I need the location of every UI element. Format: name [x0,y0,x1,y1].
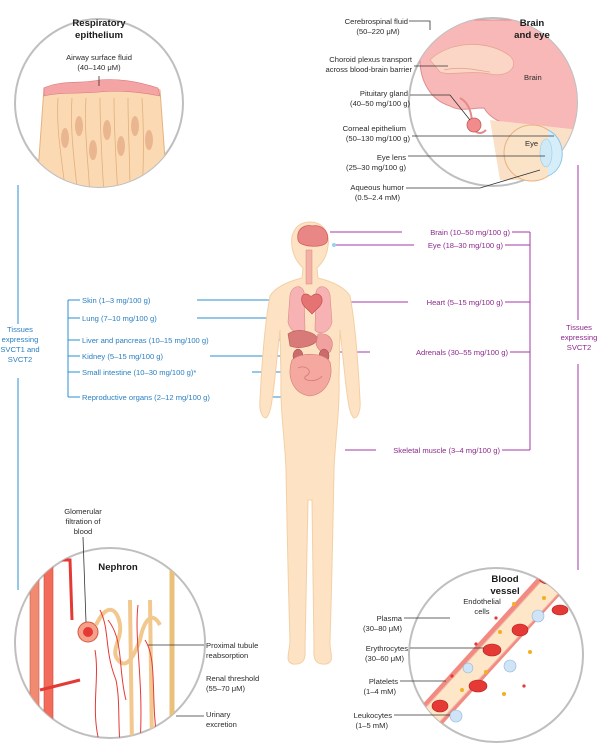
svct2-group: Tissues expressing SVCT2 Brain (10–50 mg… [393,228,600,455]
glomerular-label-2: filtration of [65,517,101,526]
svct1-tissue-liver: Liver and pancreas (10–15 mg/100 g) [82,336,209,345]
endothelial-label-2: cells [474,607,489,616]
brain-eye-panel: Eye Brain Brain and eye Cerebrospinal fl… [325,17,578,202]
leukocytes-label: Leukocytes [354,711,393,720]
glomerular-label-1: Glomerular [64,507,102,516]
proximal-label-2: reabsorption [206,651,248,660]
svct2-label-2: expressing [561,333,598,342]
glomerular-label-3: blood [74,527,93,536]
heart-organ [301,293,323,315]
blood-title-1: Blood [491,574,518,585]
svct2-tissue-brain: Brain (10–50 mg/100 g) [430,228,510,237]
plasma-value: (30–80 μM) [363,624,402,633]
airway-fluid-label: Airway surface fluid [66,53,132,62]
corneal-label: Corneal epithelium [343,124,406,133]
choroid-label-1: Choroid plexus transport [329,55,413,64]
pituitary-label: Pituitary gland [360,89,408,98]
brain-organ [297,225,329,247]
nephron-panel: Nephron Glomerular filtration of blood P… [14,507,259,739]
lung-right [314,286,333,334]
lens-value: (25–30 mg/100 g) [346,163,406,172]
svct2-connectors [322,165,579,570]
blood-vessel-panel: Blood vessel Endothelial cells Plasma (3… [354,567,584,743]
renal-threshold-value: (55–70 μM) [206,684,245,693]
svct2-tissue-eye: Eye (18–30 mg/100 g) [428,241,504,250]
platelets-group [460,596,546,696]
nephron-title: Nephron [98,562,138,573]
svct1-tissue-skin: Skin (1–3 mg/100 g) [82,296,151,305]
svct1-tissue-kidney: Kidney (5–15 mg/100 g) [82,352,164,361]
urinary-label-1: Urinary [206,710,231,719]
svct2-label-1: Tissues [566,323,592,332]
airway-fluid-value: (40–140 μM) [77,63,121,72]
svct1-label-3: SVCT1 and [0,345,39,354]
brain-eye-title-1: Brain [520,18,545,29]
lung-left [287,286,306,334]
platelets-value: (1–4 mM) [364,687,397,696]
intestine-organ [289,353,332,397]
platelets-label: Platelets [369,677,398,686]
respiratory-epithelium-panel: Respiratory epithelium Airway surface fl… [14,18,184,188]
human-body-figure [259,221,361,665]
erythrocytes-value: (30–60 μM) [365,654,404,663]
svct1-tissue-lung: Lung (7–10 mg/100 g) [82,314,157,323]
pituitary-value: (40–50 mg/100 g) [350,99,410,108]
eye-label: Eye [525,139,538,148]
respiratory-title-1: Respiratory [72,18,126,29]
respiratory-title-2: epithelium [75,30,123,41]
aqueous-label: Aqueous humor [350,183,404,192]
pituitary-gland [466,117,482,133]
leukocytes-value: (1–5 mM) [356,721,389,730]
choroid-label-2: across blood-brain barrier [325,65,412,74]
aqueous-value: (0.5–2.4 mM) [355,193,401,202]
corneal-value: (50–130 mg/100 g) [346,134,411,143]
endothelial-label-1: Endothelial [463,597,501,606]
svct2-tissue-adrenals: Adrenals (30–55 mg/100 g) [416,348,508,357]
lens-label: Eye lens [377,153,406,162]
brain-eye-title-2: and eye [514,30,550,41]
csf-label: Cerebrospinal fluid [345,17,408,26]
brain-label: Brain [524,73,542,82]
svct1-label-2: expressing [2,335,39,344]
svct1-group: Tissues expressing SVCT1 and SVCT2 Skin … [0,296,210,402]
renal-threshold-label: Renal threshold [206,674,259,683]
proximal-label-1: Proximal tubule [206,641,258,650]
svct2-label-3: SVCT2 [567,343,591,352]
svct1-tissue-reproductive: Reproductive organs (2–12 mg/100 g) [82,393,210,402]
csf-value: (50–220 μM) [356,27,400,36]
blood-title-2: vessel [490,586,519,597]
svct1-tissue-intestine: Small intestine (10–30 mg/100 g)* [82,368,196,377]
svct1-label-4: SVCT2 [8,355,32,364]
erythrocytes-label: Erythrocytes [366,644,408,653]
svct2-tissue-heart: Heart (5–15 mg/100 g) [427,298,504,307]
svct1-label-1: Tissues [7,325,33,334]
plasma-label: Plasma [377,614,403,623]
svct2-tissue-skeletal: Skeletal muscle (3–4 mg/100 g) [393,446,500,455]
urinary-label-2: excretion [206,720,237,729]
